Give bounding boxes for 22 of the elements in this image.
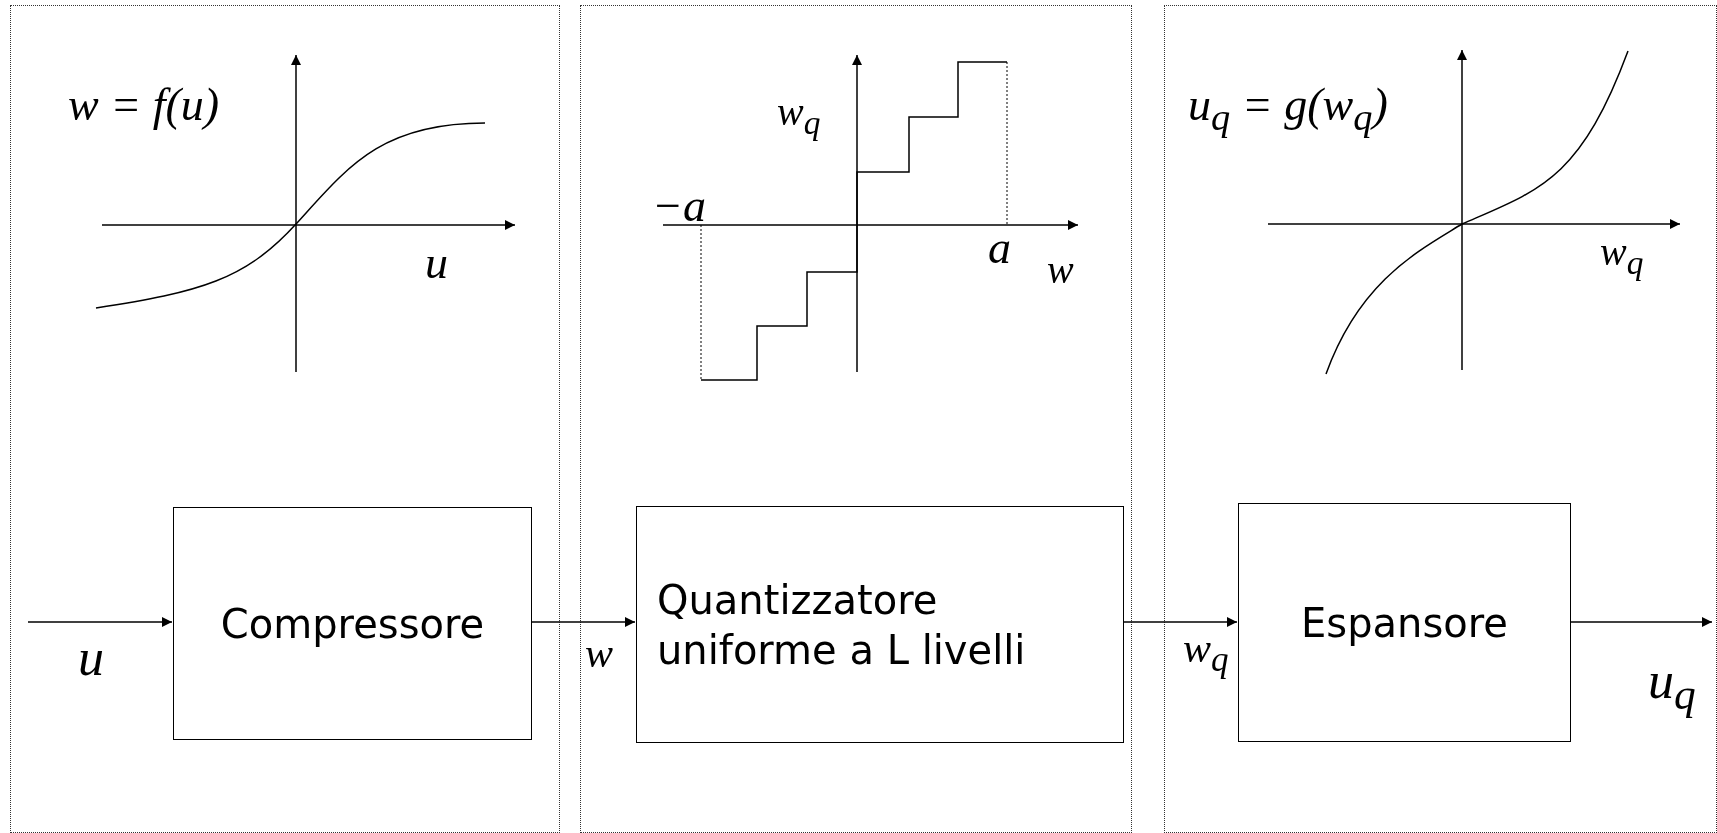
math-label: w = f(u): [68, 82, 220, 128]
math-label: w$_{q}$: [777, 92, 821, 140]
edge-label: u$_{q}$: [1648, 655, 1696, 717]
math-label: u: [425, 240, 448, 286]
process-box: Espansore: [1238, 503, 1571, 742]
arrow: [1569, 617, 1713, 627]
arrow: [27, 617, 173, 627]
dotted-panel: [1164, 5, 1717, 833]
math-label: u$_{q}$ = g(w$_{q}$): [1188, 82, 1388, 137]
edge-label: w: [585, 632, 613, 674]
process-box: Quantizzatore uniforme a L livelli: [636, 506, 1124, 743]
edge-label: w$_{q}$: [1183, 627, 1229, 678]
math-label: −a: [652, 183, 707, 229]
arrow: [1122, 617, 1238, 627]
process-box: Compressore: [173, 507, 532, 740]
edge-label: u: [78, 632, 104, 684]
math-label: a: [988, 225, 1011, 271]
dotted-panel: [580, 5, 1132, 833]
math-label: w: [1047, 250, 1074, 290]
arrow: [530, 617, 636, 627]
math-label: w$_{q}$: [1600, 232, 1644, 280]
dotted-panel: [10, 5, 560, 833]
